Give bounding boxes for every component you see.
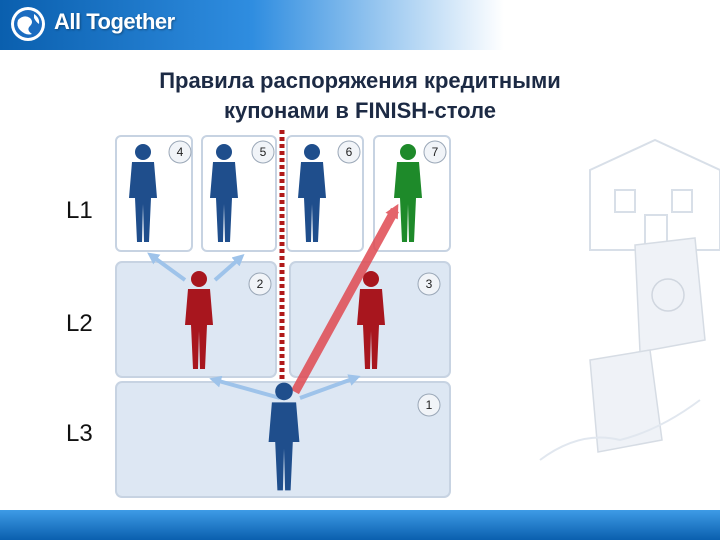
title-line-2: купонами в FINISH-столе <box>80 96 640 126</box>
slot-badge-2: 2 <box>257 277 264 291</box>
footer-bar <box>0 510 720 540</box>
slot-badge-1: 1 <box>426 398 433 412</box>
slide-title: Правила распоряжения кредитными купонами… <box>80 66 640 126</box>
title-line-1: Правила распоряжения кредитными <box>80 66 640 96</box>
slot-badge-7: 7 <box>432 145 439 159</box>
coupon-disposal-diagram: 4 5 6 7 2 3 1 <box>0 130 720 510</box>
level-label-l2: L2 <box>66 310 93 338</box>
level-label-l3: L3 <box>66 420 93 448</box>
level-label-l1: L1 <box>66 197 93 225</box>
globe-logo-icon <box>8 4 48 44</box>
slot-badge-4: 4 <box>177 145 184 159</box>
slot-badge-3: 3 <box>426 277 433 291</box>
slot-badge-6: 6 <box>346 145 353 159</box>
slot-badge-5: 5 <box>260 145 267 159</box>
header-bar: All Together <box>0 0 720 50</box>
brand-logo-text: All Together <box>54 9 175 35</box>
